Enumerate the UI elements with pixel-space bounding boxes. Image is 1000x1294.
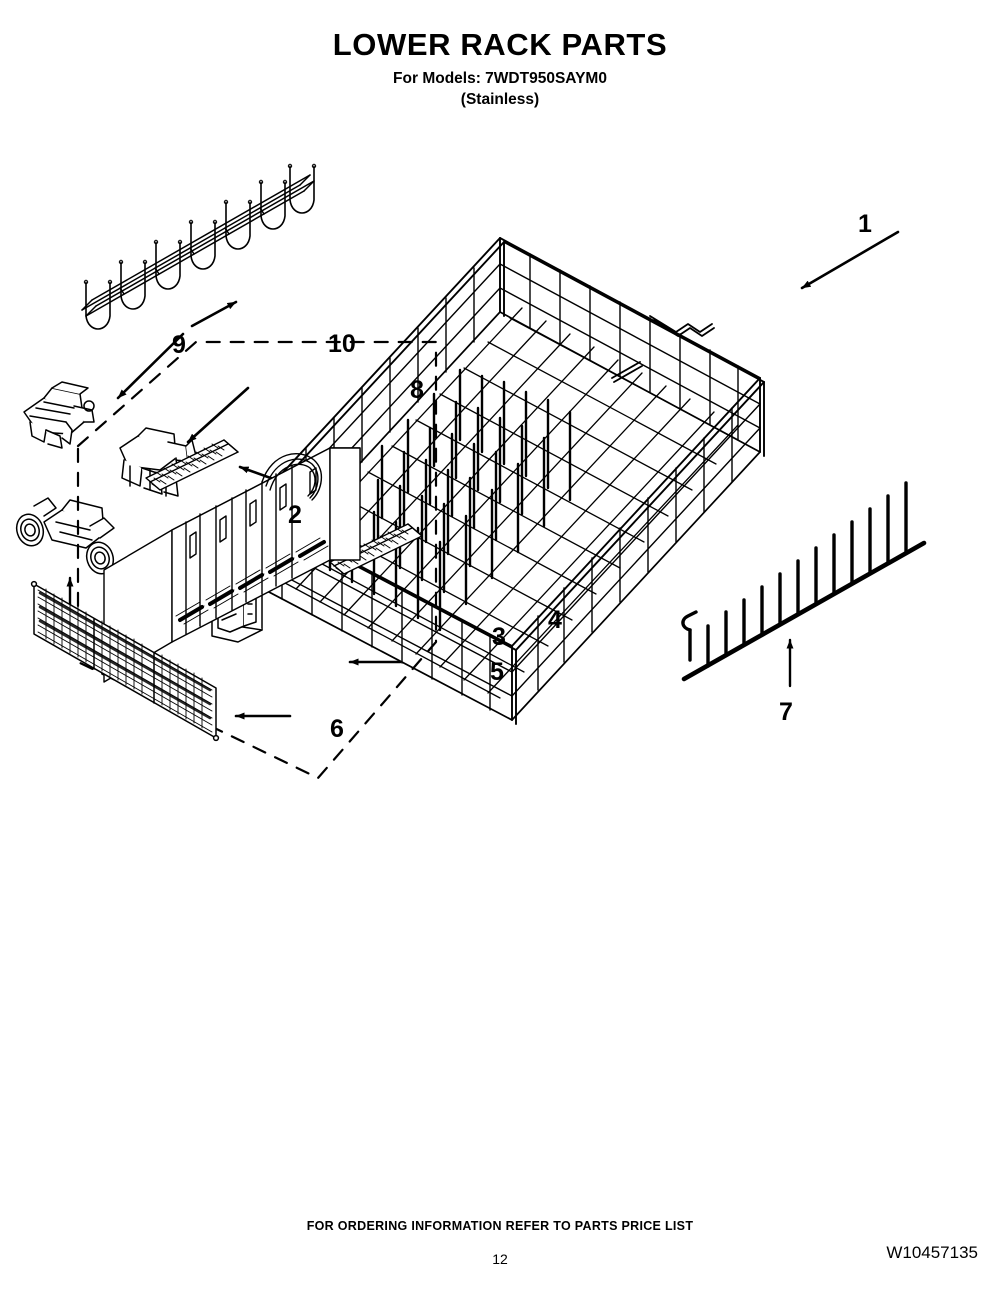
part-6-basket-cover [30,580,292,742]
parts-diagram-svg [15,163,927,780]
callout-10: 10 [328,330,356,358]
callout-6: 6 [330,715,344,743]
callout-3: 3 [492,623,506,651]
part-8-rack-stop-bracket [119,386,250,497]
part-5-silverware-basket-assembly [76,340,438,780]
page-title: LOWER RACK PARTS [332,27,668,62]
part-9-fold-down-tine-row [81,163,317,330]
ordering-notice: FOR ORDERING INFORMATION REFER TO PARTS … [306,1219,694,1233]
part-7-tine-row [681,481,927,688]
part-2-basket-lid-upper [145,439,239,491]
variant-line: (Stainless) [460,91,540,109]
document-number: W10457135 [886,1243,978,1262]
callout-1: 1 [858,210,872,238]
part-10-rack-adjuster-clip [23,332,185,449]
callout-7: 7 [779,698,793,726]
callout-4: 4 [548,606,562,634]
callout-8: 8 [410,376,424,404]
callout-5: 5 [490,658,504,686]
callout-2: 2 [288,501,302,529]
silverware-basket-body [103,447,361,683]
model-line: For Models: 7WDT950SAYM0 [393,69,607,87]
callout-9: 9 [172,331,186,359]
page-header: LOWER RACK PARTS For Models: 7WDT950SAYM… [0,0,1000,109]
page-number: 12 [492,1251,508,1267]
parts-diagram: 1 2 3 4 5 6 7 8 9 10 [0,130,1000,830]
